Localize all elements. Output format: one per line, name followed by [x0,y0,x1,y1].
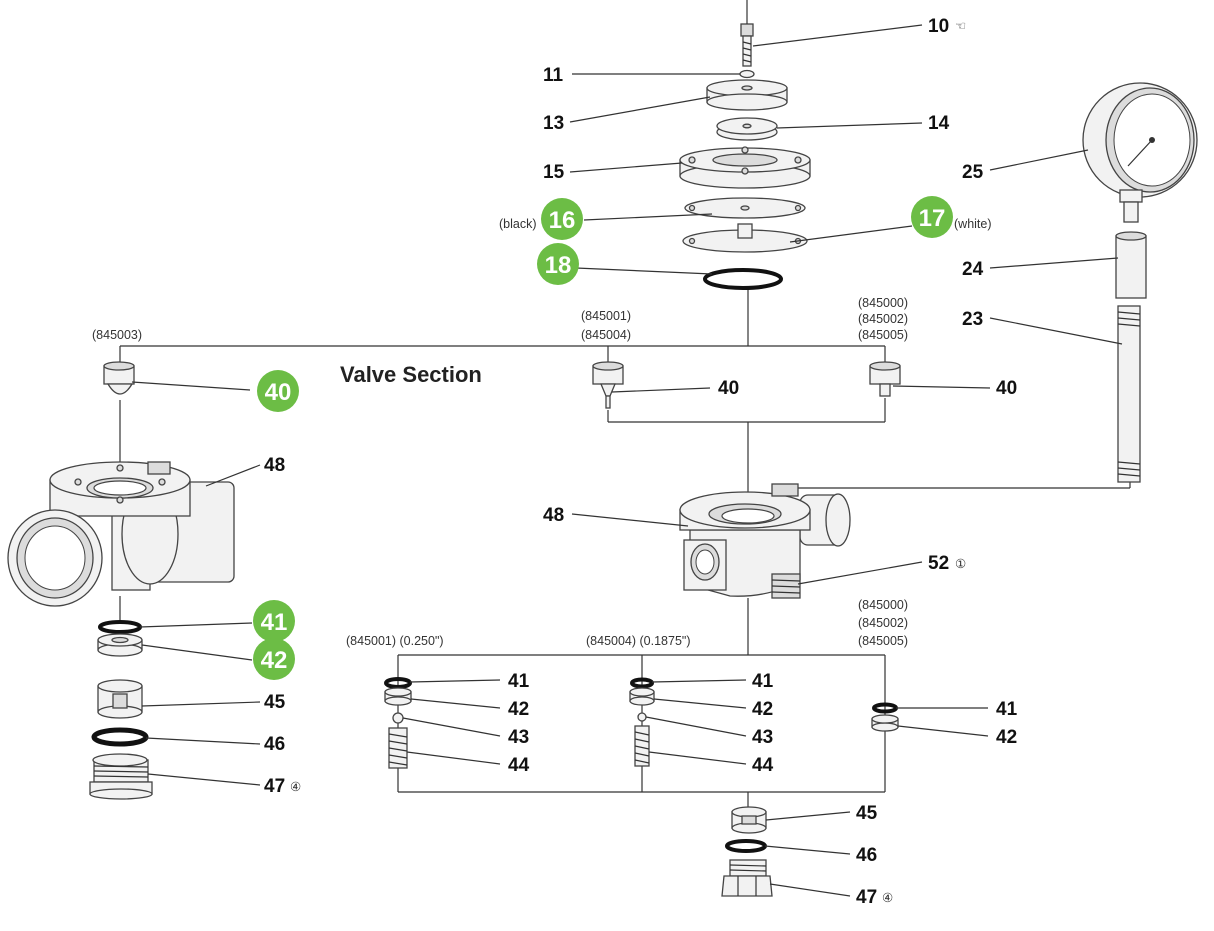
part-45-cage-right [731,806,767,834]
hand-icon: ☜ [955,19,966,33]
connector-lines [119,290,1131,808]
part-41-oring-left [98,620,142,634]
part-24-coupling [1115,231,1147,299]
part-40-needle-845003 [103,361,135,395]
note-bottom-845004: (845004) (0.1875") [586,634,691,648]
label-43-c: 43 [752,727,773,748]
note-bottom-845000: (845000) [858,598,908,612]
part-18-oring [703,268,783,290]
label-24: 24 [962,259,984,280]
part-10-screw [740,0,754,67]
circled-four-b: ④ [882,891,893,905]
circled-four-a: ④ [290,780,301,794]
part-40-needle-845001 [592,361,624,409]
label-42-a: 42 [261,647,288,674]
note-845001: (845001) [581,309,631,323]
label-10: 10 [928,16,949,37]
part-11-washer [739,69,755,79]
note-845003: (845003) [92,328,142,342]
part-48-valve-body-right [679,483,851,597]
part-15-ring [679,146,811,189]
annotations: (black) (white) (845003) (845001) (84500… [92,217,992,648]
label-48-b: 48 [543,505,564,526]
label-13: 13 [543,113,564,134]
label-44-c: 44 [752,755,774,776]
label-18: 18 [545,252,572,279]
label-41-d: 41 [996,699,1018,720]
label-47-b: 47 [856,887,877,908]
note-bottom-845001: (845001) (0.250") [346,634,444,648]
branch-845001-parts [384,677,412,769]
label-23: 23 [962,309,983,330]
note-845002: (845002) [858,312,908,326]
part-23-nipple [1117,305,1141,483]
part-47-cap-right [721,859,773,897]
part-13-cap [706,79,788,111]
label-15: 15 [543,162,565,183]
label-45-a: 45 [264,692,286,713]
part-40-needle-845000 [869,361,901,397]
label-46-b: 46 [856,845,877,866]
part-46-oring-left [91,727,149,747]
label-41-b: 41 [508,671,530,692]
part-46-oring-right [725,839,767,853]
label-40-c: 40 [996,378,1017,399]
section-title: Valve Section [340,362,482,387]
badge-42 [253,638,295,680]
label-41-c: 41 [752,671,774,692]
badge-17 [911,196,953,238]
label-47-a: 47 [264,776,285,797]
badge-16 [541,198,583,240]
note-845000: (845000) [858,296,908,310]
label-40-a: 40 [265,379,292,406]
badge-18 [537,243,579,285]
label-42-c: 42 [752,699,773,720]
part-17-diaphragm [682,223,808,253]
part-48-valve-body-left [7,461,235,607]
label-16: 16 [549,207,576,234]
badge-41 [253,600,295,642]
note-bottom-845002: (845002) [858,616,908,630]
part-14-spacer [716,117,778,141]
label-17: 17 [919,205,946,232]
part-25-gauge [1082,82,1198,223]
leader-lines [131,24,1123,897]
label-11: 11 [543,65,564,86]
label-46-a: 46 [264,734,285,755]
part-47-cap-left [89,753,153,800]
label-41-a: 41 [261,609,288,636]
label-40-b: 40 [718,378,739,399]
label-52: 52 [928,553,949,574]
label-44-b: 44 [508,755,530,776]
label-42-d: 42 [996,727,1017,748]
part-52-plug [771,573,801,599]
note-black: (black) [499,217,537,231]
label-43-b: 43 [508,727,529,748]
highlight-badges [253,196,953,680]
part-labels: 10 ☜ 11 13 14 15 16 17 18 25 24 23 40 40… [261,16,1018,908]
label-25: 25 [962,162,984,183]
label-14: 14 [928,113,950,134]
part-42-seat-left [97,633,143,657]
part-16-diaphragm [684,197,806,219]
note-845005: (845005) [858,328,908,342]
circled-one: ① [955,557,966,571]
part-45-cage-left [97,679,143,719]
note-845004: (845004) [581,328,631,342]
note-bottom-845005: (845005) [858,634,908,648]
label-42-b: 42 [508,699,529,720]
badge-40 [257,370,299,412]
note-white: (white) [954,217,992,231]
label-45-b: 45 [856,803,878,824]
label-48-a: 48 [264,455,285,476]
